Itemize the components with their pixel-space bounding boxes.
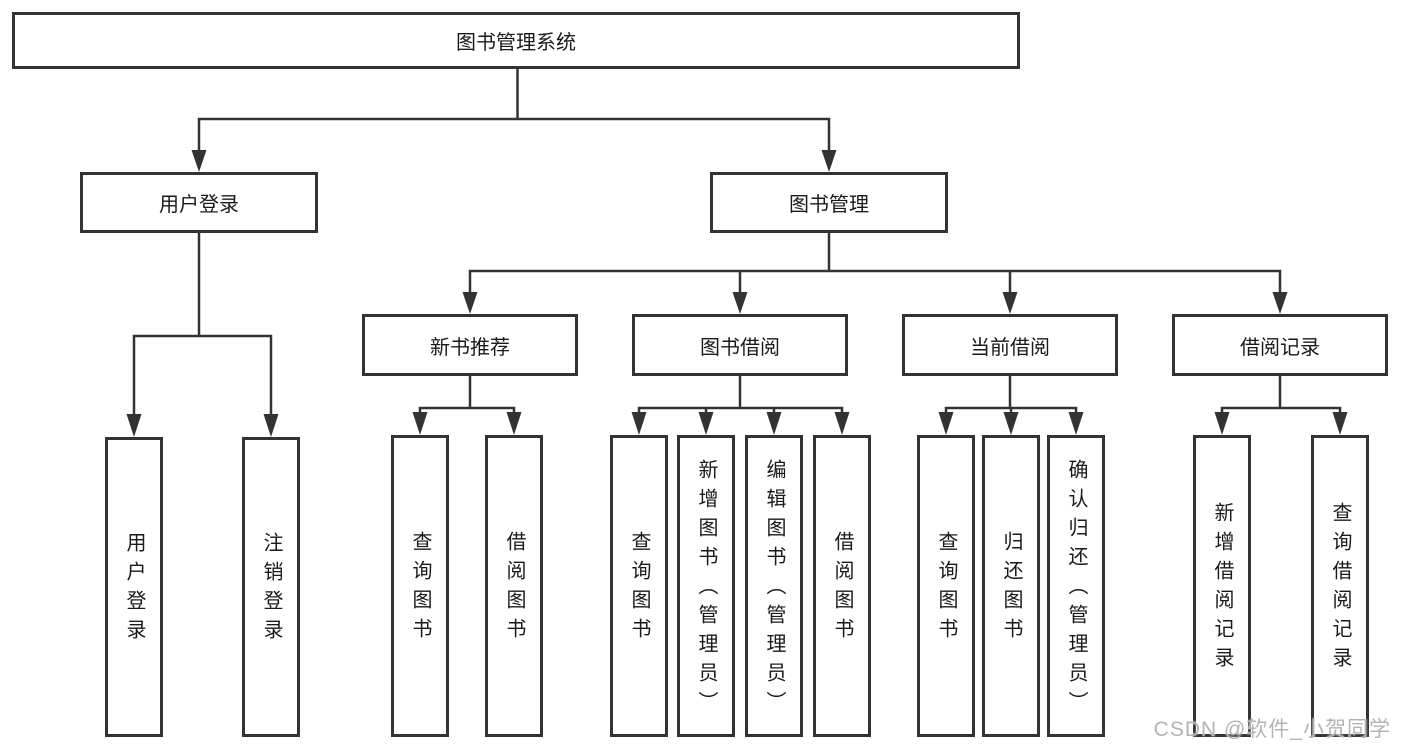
watermark: CSDN @软件_小贺同学	[1153, 718, 1391, 741]
node-user-login: 用户登录	[80, 172, 318, 233]
leaf-add-borrow-record: 新增借阅记录	[1193, 435, 1251, 737]
leaf-add-books-admin: 新增图书（管理员）	[677, 435, 735, 737]
node-book-management: 图书管理	[710, 172, 948, 233]
node-borrow-records: 借阅记录	[1172, 314, 1388, 376]
leaf-confirm-return-admin: 确认归还（管理员）	[1047, 435, 1105, 737]
leaf-borrow-books: 借阅图书	[813, 435, 871, 737]
leaf-return-books: 归还图书	[982, 435, 1040, 737]
leaf-query-borrow-record: 查询借阅记录	[1311, 435, 1369, 737]
leaf-user-login: 用户登录	[105, 437, 163, 737]
leaf-query-books-current: 查询图书	[917, 435, 975, 737]
node-current-borrow: 当前借阅	[902, 314, 1118, 376]
leaf-borrow-books-recommend: 借阅图书	[485, 435, 543, 737]
leaf-logout: 注销登录	[242, 437, 300, 737]
leaf-query-books-borrow: 查询图书	[610, 435, 668, 737]
node-book-borrow: 图书借阅	[632, 314, 848, 376]
leaf-query-books-recommend: 查询图书	[391, 435, 449, 737]
leaf-edit-books-admin: 编辑图书（管理员）	[745, 435, 803, 737]
node-new-book-recommend: 新书推荐	[362, 314, 578, 376]
node-library-management-system: 图书管理系统	[12, 12, 1020, 69]
